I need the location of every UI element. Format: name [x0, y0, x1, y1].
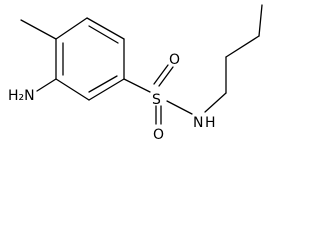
s-o-top-line-a	[153, 64, 169, 85]
sulfonyl-bottom-double-bond	[155, 105, 162, 125]
sulfonyl-top-double-bond	[153, 64, 174, 87]
butyl-bond-1	[204, 92, 227, 113]
butyl-bond-4	[258, 4, 263, 37]
methyl-bond	[20, 19, 57, 40]
ring-bond-bottom-right-bottom	[88, 78, 125, 101]
butyl-chain	[204, 4, 263, 113]
molecule-structure-diagram: H₂N S O O N H	[8, 4, 263, 143]
s-o-top-line-b	[158, 66, 174, 87]
nitrogen-atom-label: N	[193, 115, 203, 131]
sulfur-atom-label: S	[152, 92, 161, 108]
amino-group-label: H₂N	[8, 88, 35, 104]
ring-bond-top-top-right	[86, 17, 125, 40]
sulfur-nitrogen-bond	[166, 100, 193, 115]
amino-bond	[36, 78, 57, 92]
oxygen-top-atom-label: O	[169, 52, 180, 68]
carbon-sulfur-bond	[123, 78, 151, 93]
ring-bond-bottom-bottom-left	[55, 78, 90, 101]
ring-double-bond-top-right	[88, 25, 119, 44]
oxygen-bottom-atom-label: O	[153, 127, 164, 143]
butyl-bond-3	[225, 35, 260, 58]
structure-canvas: H₂N S O O N H	[8, 4, 263, 143]
benzene-ring	[55, 17, 125, 101]
ring-double-bond-bottom-right	[88, 75, 118, 93]
amine-hydrogen-label: H	[205, 115, 216, 131]
ring-bond-top-left-top	[55, 17, 88, 40]
